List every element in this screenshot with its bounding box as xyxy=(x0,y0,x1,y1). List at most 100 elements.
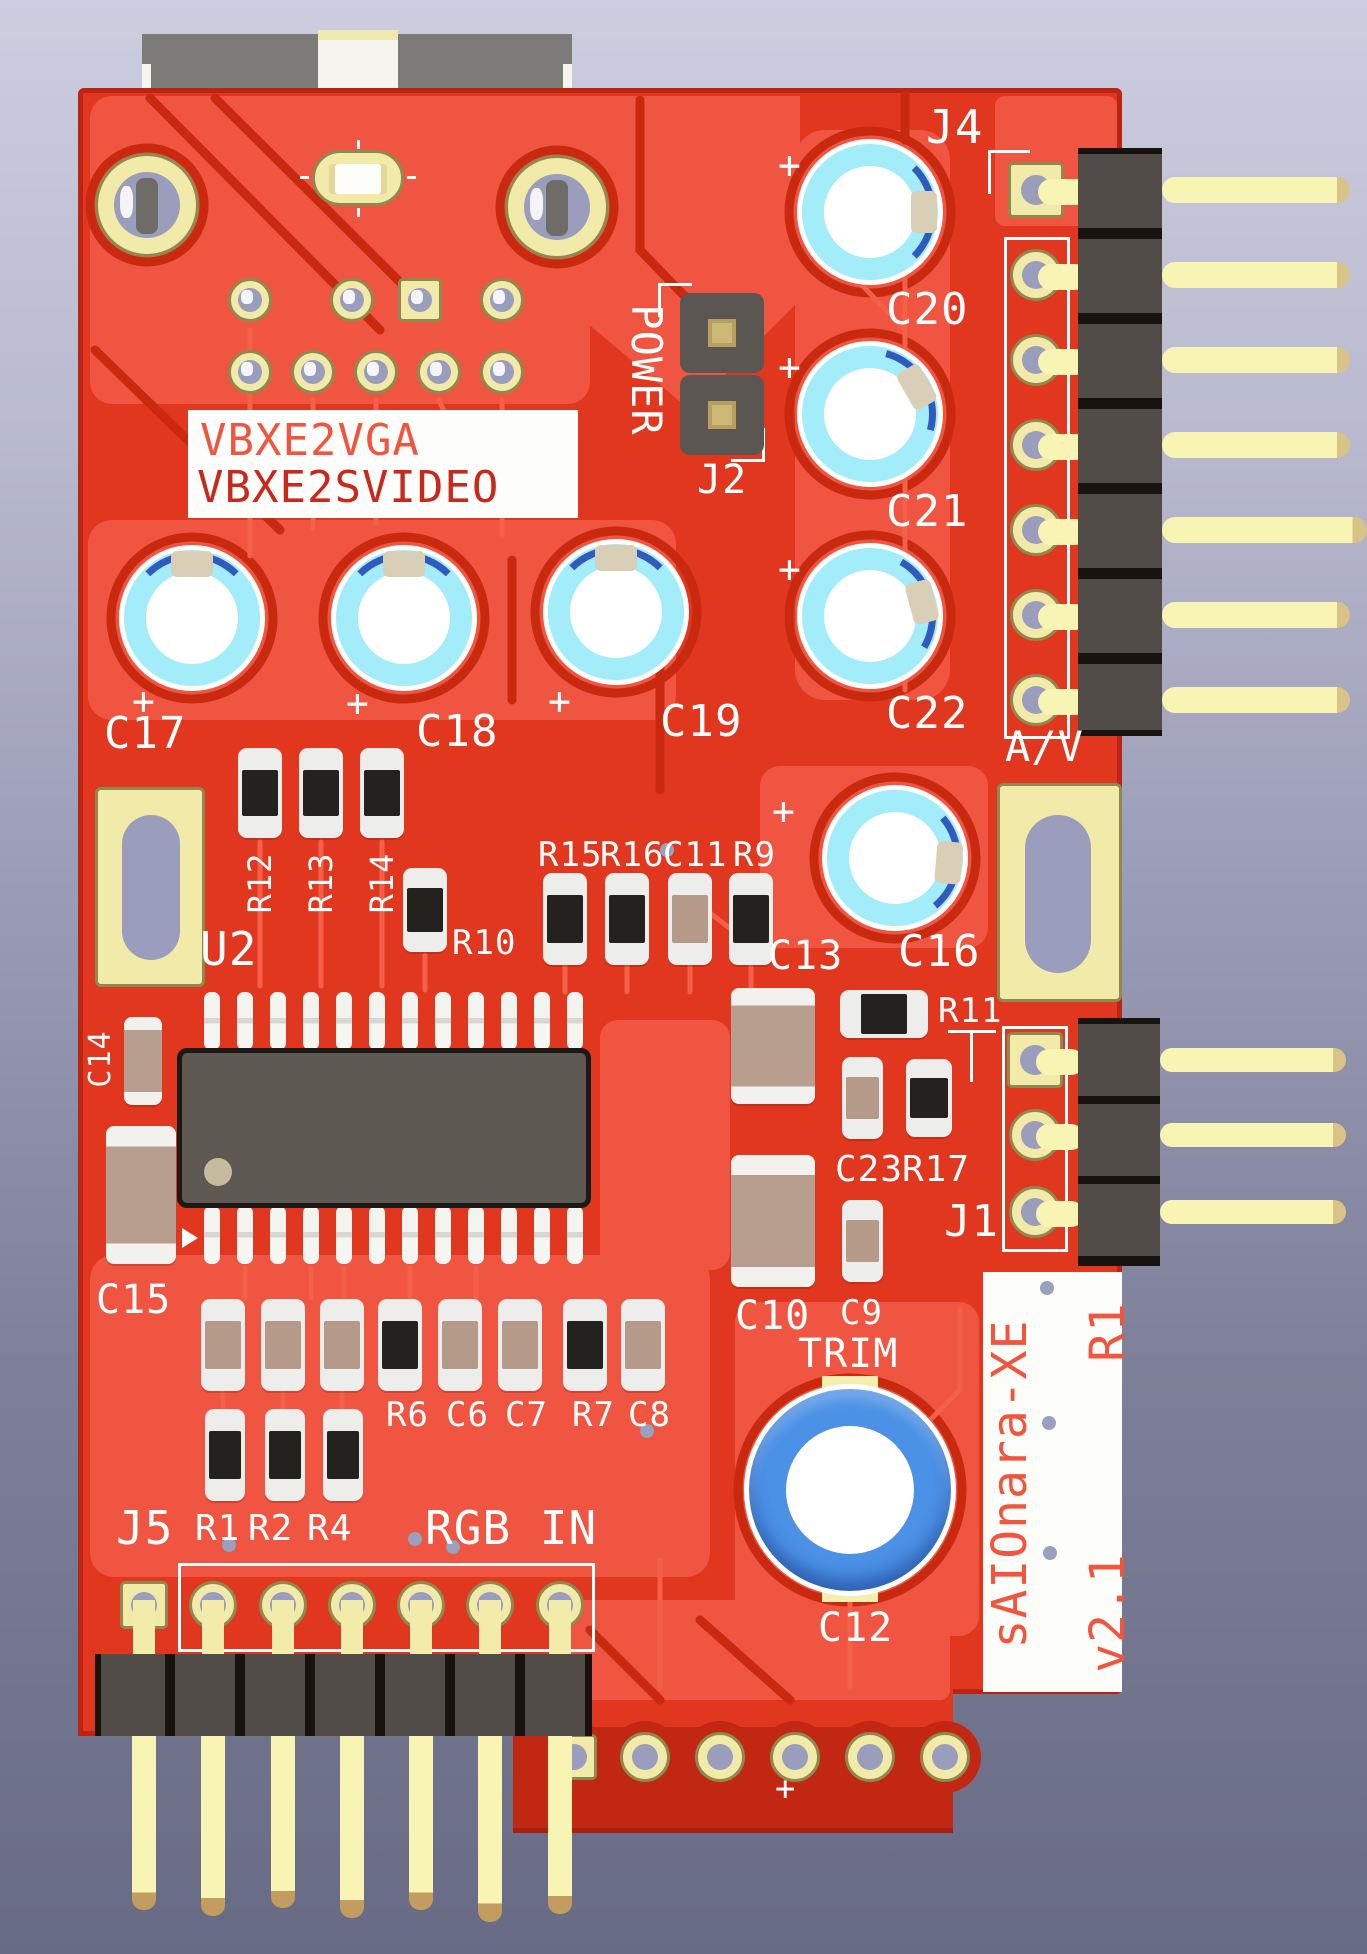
j2-label: J2 xyxy=(697,457,748,503)
brand-version: v2.1 xyxy=(1080,1553,1136,1673)
r11-label: R11 xyxy=(938,991,1003,1031)
r10-label: R10 xyxy=(452,923,517,963)
resistor-r9 xyxy=(729,873,773,965)
r12-label: R12 xyxy=(241,852,279,914)
c18-label: C18 xyxy=(416,706,499,757)
via-pad xyxy=(354,350,398,394)
c20-label: C20 xyxy=(886,284,969,335)
top-connector-notch-left xyxy=(142,64,151,90)
plus-c20: + xyxy=(778,143,802,187)
plus-c16: + xyxy=(772,789,796,833)
capacitor-c23 xyxy=(842,1057,883,1139)
r6-label: R6 xyxy=(386,1395,429,1435)
r16-label: R16 xyxy=(600,835,665,875)
trim-label: TRIM xyxy=(798,1331,899,1377)
resistor-r2 xyxy=(265,1409,305,1501)
r14-label: R14 xyxy=(363,852,401,914)
r1-label: R1 xyxy=(195,1508,241,1549)
c23-label: C23 xyxy=(835,1149,904,1190)
resistor-r15 xyxy=(543,873,587,965)
resistor-r4 xyxy=(323,1409,363,1501)
capacitor-c11 xyxy=(668,873,712,965)
rgb-in-label: RGB IN xyxy=(425,1501,598,1555)
av-slot-hole xyxy=(1025,815,1091,973)
r7-label: R7 xyxy=(572,1395,615,1435)
j5-outline xyxy=(178,1563,595,1652)
plus-c21: + xyxy=(778,345,802,389)
c12-label: C12 xyxy=(818,1605,894,1651)
mount-hole-right-pin xyxy=(546,180,568,236)
av-label: A/V xyxy=(1005,722,1084,771)
ic-u2-body xyxy=(177,1048,591,1208)
capacitor-chip xyxy=(201,1299,245,1391)
ic-pin1-arrow xyxy=(182,1228,198,1248)
fuse-tick-right xyxy=(407,176,416,179)
brand-rev: R1 xyxy=(1080,1302,1136,1362)
capacitor-c7 xyxy=(498,1299,542,1391)
ic-u2-pin1-dot xyxy=(204,1158,232,1186)
resistor-r11 xyxy=(840,990,928,1038)
brand-name: sAIOnara-XE xyxy=(982,1319,1038,1649)
capacitor-chip xyxy=(261,1299,305,1391)
resistor-r7 xyxy=(563,1299,607,1391)
j5-pin xyxy=(271,1736,295,1908)
capacitor-c20 xyxy=(797,139,943,285)
left-slot-hole xyxy=(122,815,180,960)
c11-label: C11 xyxy=(663,835,728,875)
silkscreen-title-line2: VBXE2SVIDEO xyxy=(197,462,500,513)
j4-pin xyxy=(1162,177,1350,203)
j4-pin xyxy=(1162,262,1350,288)
u2-label: U2 xyxy=(200,922,258,976)
brand-strip xyxy=(983,1272,1122,1692)
j5-pin xyxy=(548,1736,572,1914)
j1-pin xyxy=(1160,1048,1346,1072)
resistor-r12 xyxy=(238,748,282,838)
r2-label: R2 xyxy=(248,1508,294,1549)
r13-label: R13 xyxy=(302,852,340,914)
bottom-pad xyxy=(770,1732,820,1782)
resistor-r1 xyxy=(205,1409,245,1501)
r4-label: R4 xyxy=(307,1508,353,1549)
power-jumper-pad2 xyxy=(708,401,736,429)
plus-c17: + xyxy=(132,679,156,723)
c14-label: C14 xyxy=(83,1030,118,1088)
fuse-tick-left xyxy=(300,176,309,179)
trimmer-c12 xyxy=(744,1384,956,1596)
resistor-r17 xyxy=(906,1059,952,1137)
fuse-tick-bottom xyxy=(357,208,360,217)
j5-label: J5 xyxy=(116,1501,174,1555)
resistor-r13 xyxy=(299,748,343,838)
resistor-r6 xyxy=(378,1299,422,1391)
j5-pin xyxy=(478,1736,502,1922)
capacitor-c18 xyxy=(331,545,477,691)
j5-pin xyxy=(340,1736,364,1918)
c6-label: C6 xyxy=(446,1395,489,1435)
capacitor-c8 xyxy=(621,1299,665,1391)
j4-pin xyxy=(1162,602,1350,628)
top-connector-notch-right xyxy=(563,64,572,90)
r9-label: R9 xyxy=(733,835,776,875)
capacitor-c16 xyxy=(822,785,968,931)
j5-pin xyxy=(409,1736,433,1910)
c22-label: C22 xyxy=(886,688,969,739)
r17-label: R17 xyxy=(902,1149,971,1190)
power-jumper-pad1 xyxy=(708,319,736,347)
j5-pin xyxy=(132,1736,156,1910)
capacitor-c22 xyxy=(789,535,951,697)
c17-label: C17 xyxy=(104,708,187,759)
via-pad xyxy=(417,350,461,394)
capacitor-c10 xyxy=(731,1155,815,1287)
c15-label: C15 xyxy=(96,1277,172,1323)
top-connector-tab xyxy=(318,40,398,90)
capacitor-c9 xyxy=(842,1200,883,1282)
plus-c22: + xyxy=(778,547,802,591)
j1-pin xyxy=(1160,1123,1346,1147)
j4-pin xyxy=(1162,687,1350,713)
c19-label: C19 xyxy=(660,696,743,747)
fuse-body xyxy=(329,164,387,194)
capacitor-c6 xyxy=(438,1299,482,1391)
c10-label: C10 xyxy=(735,1293,811,1339)
bottom-pad xyxy=(845,1732,895,1782)
power-label: POWER xyxy=(622,304,671,436)
